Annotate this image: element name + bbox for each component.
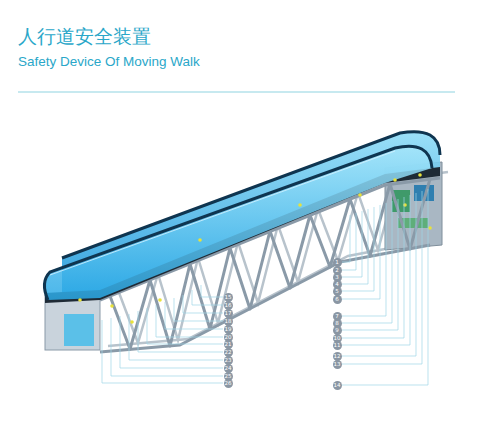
page-title: 人行道安全装置	[18, 24, 151, 50]
front-balustrade	[44, 146, 432, 300]
callout-number: 6	[333, 295, 342, 304]
callout-number: 13	[333, 360, 342, 369]
rear-handrail	[62, 132, 440, 258]
leader-lines	[102, 189, 428, 385]
callout-number: 26	[224, 379, 233, 388]
front-handrail	[44, 146, 432, 300]
header-rule	[18, 92, 455, 93]
lower-pit	[45, 295, 100, 350]
device-markers	[78, 173, 432, 324]
callout-number: 11	[333, 341, 342, 350]
callout-number: 14	[333, 381, 342, 390]
lower-pit-interior	[64, 314, 94, 346]
handrail-highlight	[50, 151, 395, 275]
page-subtitle: Safety Device Of Moving Walk	[18, 54, 200, 69]
